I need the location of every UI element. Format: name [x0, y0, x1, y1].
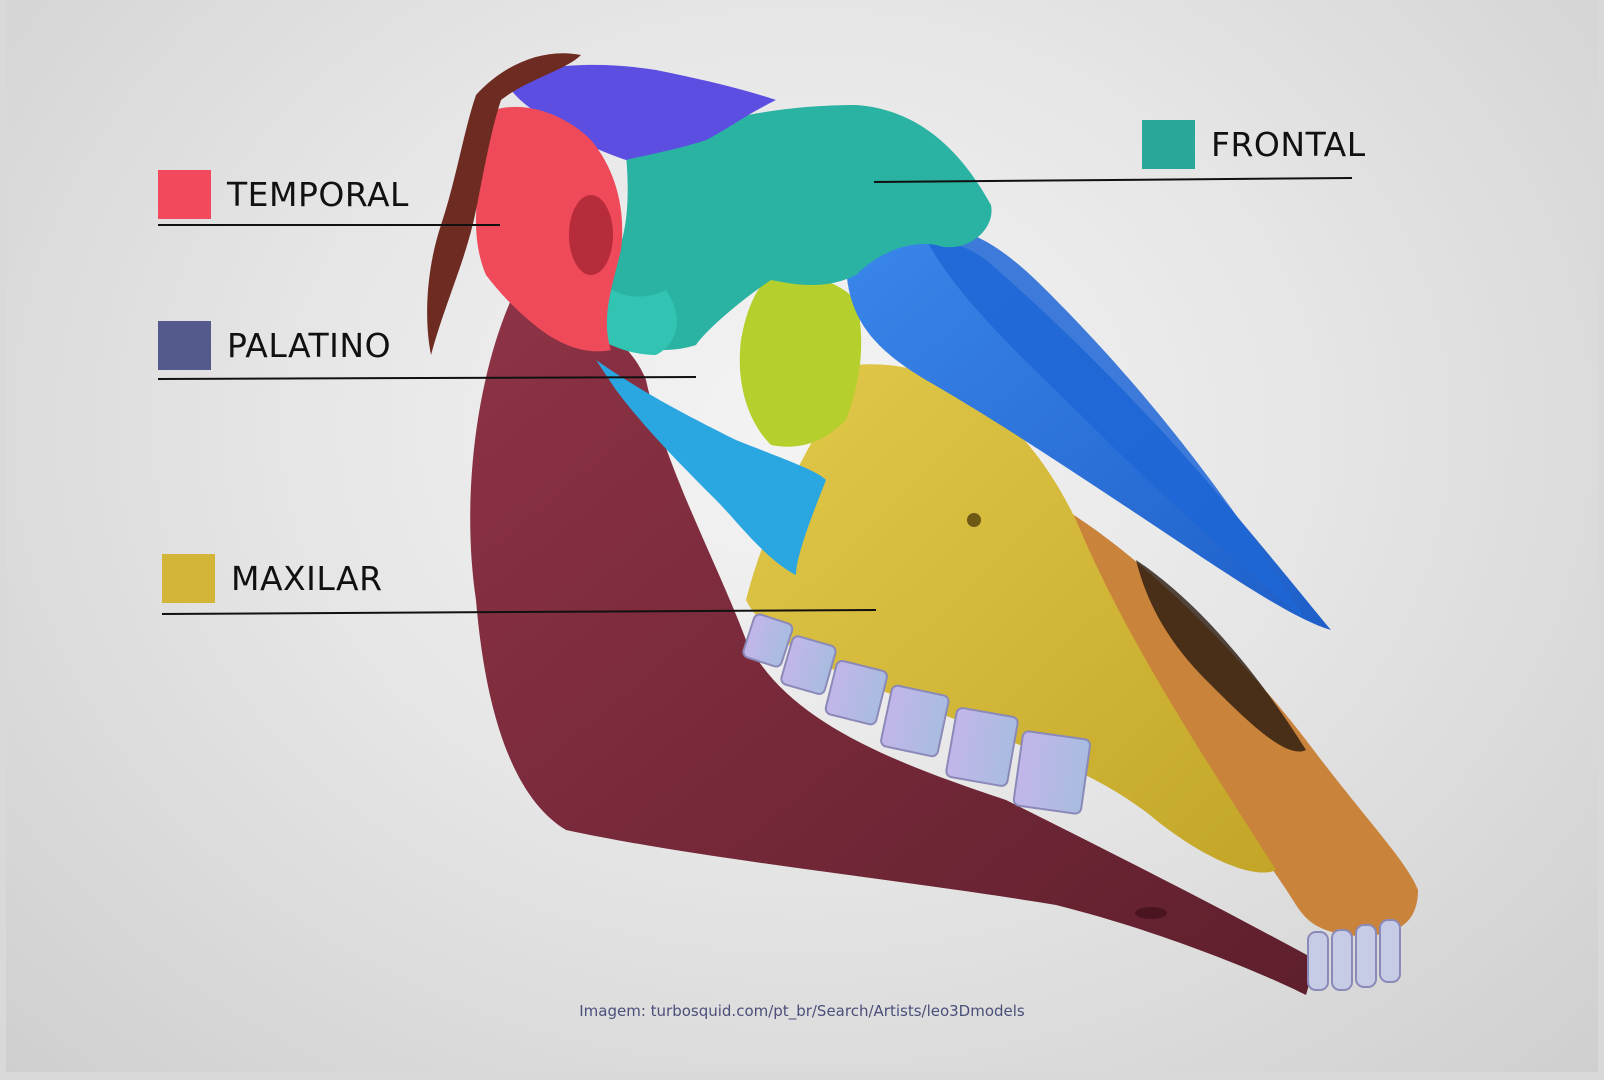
occipital-crest — [427, 53, 581, 355]
maxilar-label-text: MAXILAR — [231, 559, 383, 598]
incisor-teeth — [1307, 919, 1401, 991]
nasal-cavity-shadow — [1136, 560, 1306, 752]
nasal-bone-ridge — [921, 228, 1306, 620]
maxilla-bone — [746, 364, 1276, 873]
frontal-bone — [579, 105, 992, 350]
zygomatic-bone — [596, 360, 826, 575]
frontal-pointer-line — [873, 177, 1353, 183]
temporal-swatch — [158, 170, 211, 219]
lacrimal-bone — [739, 276, 862, 447]
molar-teeth — [742, 613, 1092, 815]
infraorbital-foramen — [967, 513, 981, 527]
slide-canvas: TEMPORAL PALATINO MAXILAR FRONTAL Imagem… — [6, 0, 1598, 1072]
palatino-label: PALATINO — [158, 321, 391, 370]
frontal-label-text: FRONTAL — [1211, 125, 1366, 164]
mental-foramen — [1135, 907, 1167, 919]
temporal-label: TEMPORAL — [158, 170, 409, 219]
mandible-bone — [470, 300, 1316, 995]
frontal-swatch — [1142, 120, 1195, 169]
palatino-swatch — [158, 321, 211, 370]
temporal-label-text: TEMPORAL — [227, 175, 409, 214]
maxilar-label: MAXILAR — [162, 554, 383, 603]
image-credit-caption: Imagem: turbosquid.com/pt_br/Search/Arti… — [579, 1002, 1025, 1020]
frontal-label: FRONTAL — [1142, 120, 1366, 169]
maxilar-swatch — [162, 554, 215, 603]
maxilar-pointer-line — [161, 609, 877, 615]
palatino-pointer-line — [157, 376, 697, 380]
horse-skull-illustration — [157, 53, 1418, 995]
pointer-lines — [157, 177, 1353, 615]
temporal-bone — [476, 106, 623, 352]
palatino-label-text: PALATINO — [227, 326, 392, 365]
incisive-bone — [1066, 510, 1418, 936]
orbit-hollow — [569, 195, 613, 275]
